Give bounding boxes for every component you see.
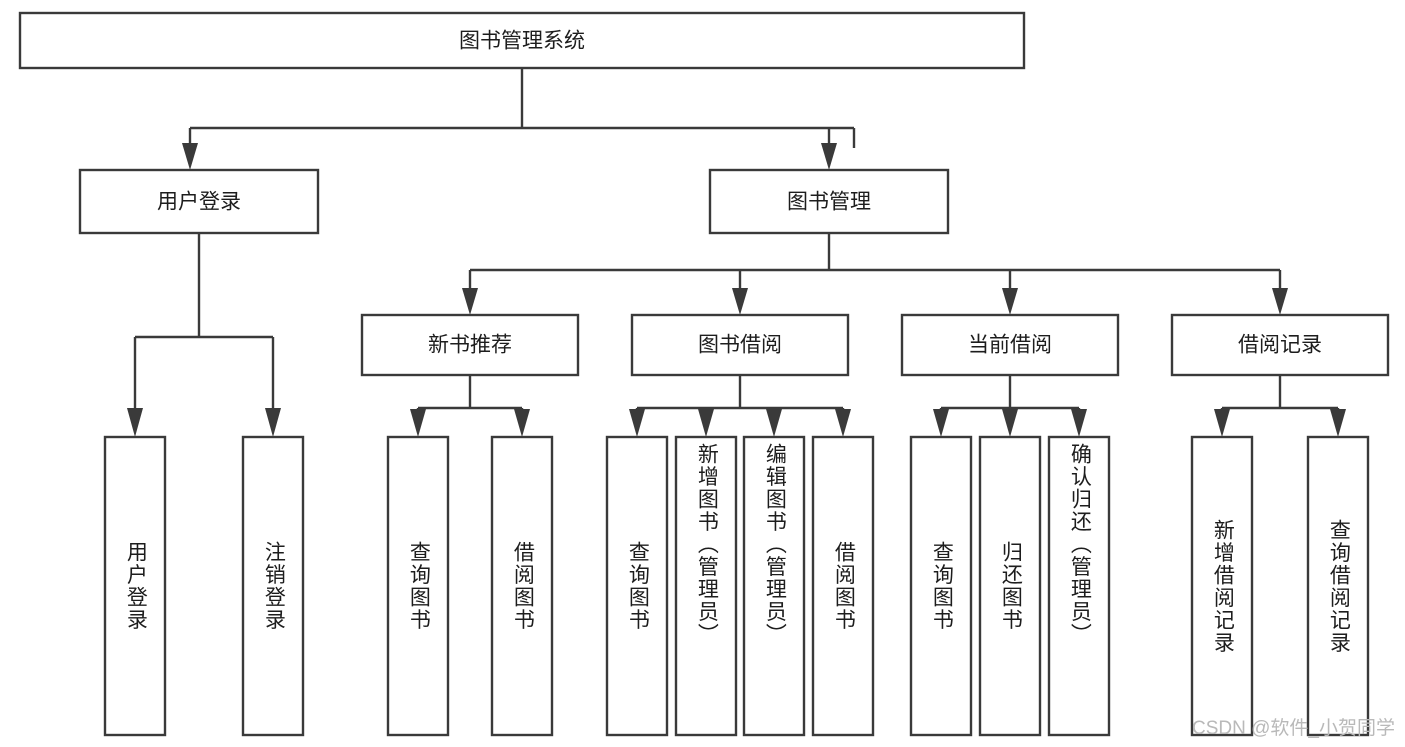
node-book-borrow[interactable]: 图书借阅 [630, 313, 850, 377]
node-root[interactable]: 图书管理系统 [18, 11, 1026, 70]
connector-currentborrow-to-leaves [933, 375, 1087, 437]
node-current-borrow-label: 当前借阅 [968, 334, 1052, 357]
leaf-box-logout-login[interactable] [241, 435, 305, 737]
node-borrow-record[interactable]: 借阅记录 [1170, 313, 1390, 377]
node-user-login-label: 用户登录 [157, 191, 241, 214]
leaf-box-edit-book-admin[interactable] [742, 435, 806, 737]
node-new-book-recommend-label: 新书推荐 [428, 334, 512, 357]
leaf-box-query-borrow-record[interactable] [1306, 435, 1370, 737]
node-book-borrow-label: 图书借阅 [698, 334, 782, 357]
csdn-watermark: CSDN @软件_小贺同学 [1192, 718, 1395, 739]
leaf-box-return-book[interactable] [978, 435, 1042, 737]
leaf-box-borrow-book-1[interactable] [490, 435, 554, 737]
leaf-box-query-book-1[interactable] [386, 435, 450, 737]
leaf-box-add-borrow-record[interactable] [1190, 435, 1254, 737]
leaf-box-add-book-admin[interactable] [674, 435, 738, 737]
connector-bookborrow-to-leaves [629, 375, 851, 437]
connector-newbook-to-leaves [410, 375, 530, 437]
node-borrow-record-label: 借阅记录 [1238, 334, 1322, 357]
connector-borrowrecord-to-leaves [1214, 375, 1346, 437]
node-book-management-label: 图书管理 [787, 191, 871, 214]
node-current-borrow[interactable]: 当前借阅 [900, 313, 1120, 377]
node-new-book-recommend[interactable]: 新书推荐 [360, 313, 580, 377]
node-user-login[interactable]: 用户登录 [78, 168, 320, 235]
node-book-management[interactable]: 图书管理 [708, 168, 950, 235]
leaf-box-confirm-return-admin[interactable] [1047, 435, 1111, 737]
leaf-box-query-book-2[interactable] [605, 435, 669, 737]
leaf-box-borrow-book-2[interactable] [811, 435, 875, 737]
node-root-label: 图书管理系统 [459, 30, 585, 53]
connector-root-to-level2 [182, 68, 856, 170]
leaf-box-user-login[interactable] [103, 435, 167, 737]
connector-bookmgmt-to-level3 [462, 233, 1288, 315]
leaf-box-query-book-3[interactable] [909, 435, 973, 737]
connector-userlogin-to-leaves [127, 233, 281, 437]
